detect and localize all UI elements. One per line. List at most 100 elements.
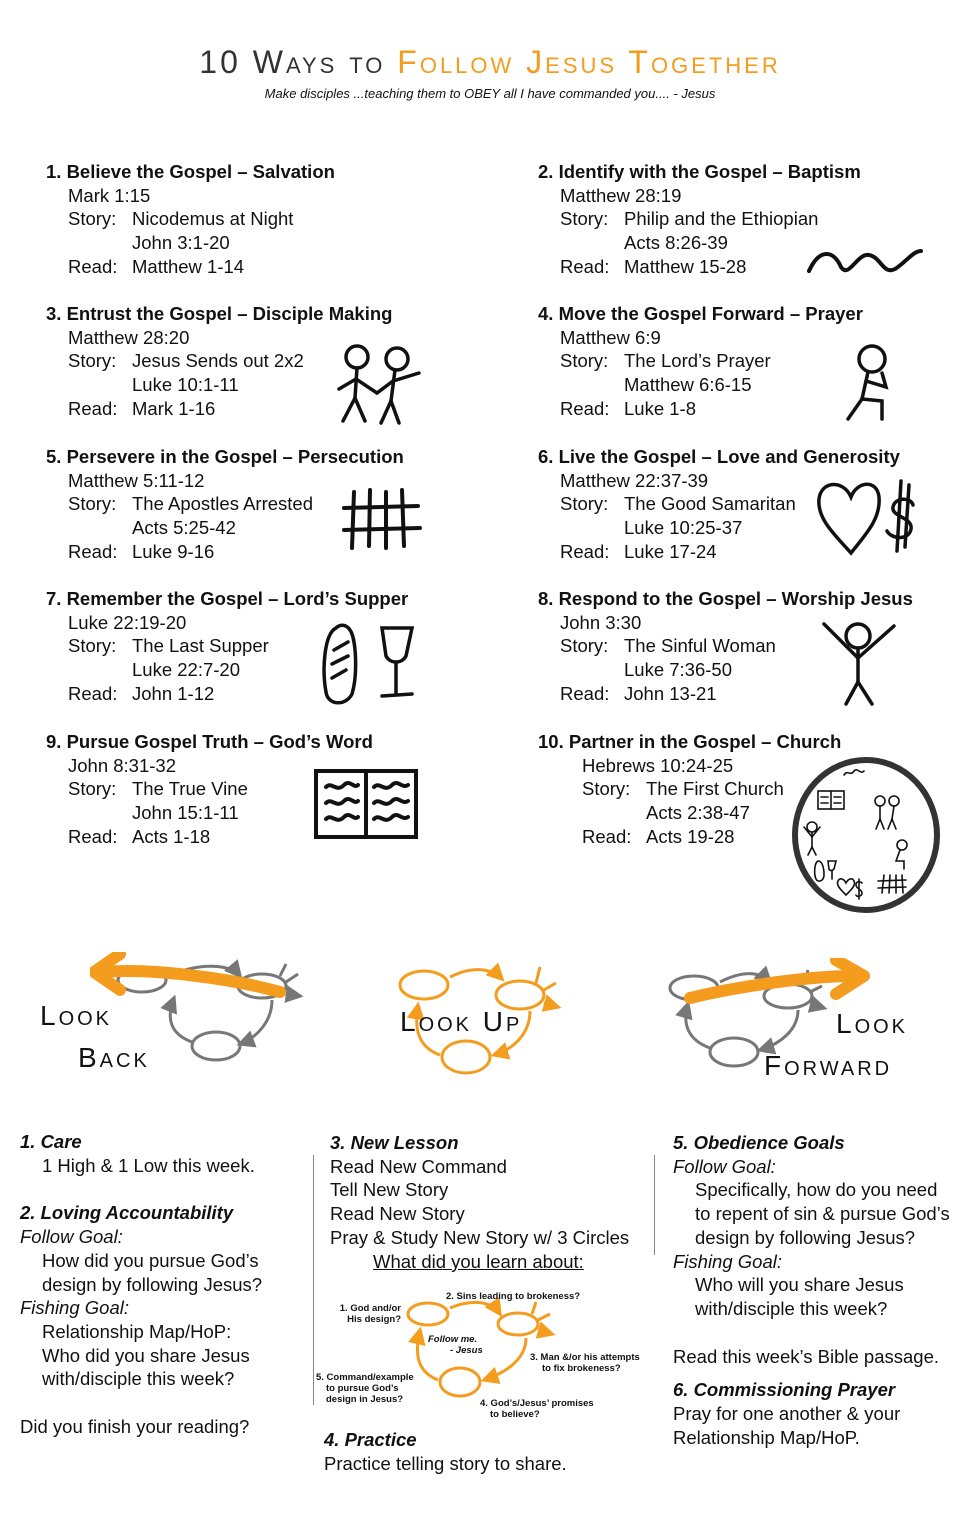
diagram-label-3: 3. Man &/or his attempts to fix brokenes… [530,1352,640,1374]
read-label: Read: [582,825,632,847]
way-heading: 4. Move the Gospel Forward – Prayer [538,303,863,324]
worship-person-icon [822,622,896,706]
story-label: Story: [68,208,117,230]
wave-icon [807,249,923,273]
way-block-5: 5. Persevere in the Gospel – Persecution… [46,445,404,564]
look-forward-column: 5. Obedience Goals Follow Goal: Specific… [673,1131,973,1449]
way-story-ref: John 3:1-20 [132,232,230,254]
two-people-icon [337,344,421,425]
story-label: Story: [68,350,117,372]
look-forward-word1: Look [836,1008,909,1039]
way-reference: Matthew 22:37-39 [560,469,709,491]
story-label: Story: [68,635,117,657]
way-story: Philip and the Ethiopian [624,208,819,230]
title-part-2: Follow Jesus Together [397,44,781,80]
way-heading: 8. Respond to the Gospel – Worship Jesus [538,588,913,609]
story-label: Story: [68,493,117,515]
look-forward-word2: Forward [764,1050,893,1081]
way-read: Matthew 15-28 [624,255,747,277]
practice-block: 4. Practice Practice telling story to sh… [324,1428,654,1475]
practice-text: Practice telling story to share. [324,1452,567,1474]
read-label: Read: [560,255,610,277]
way-read: John 13-21 [624,682,717,704]
way-story-line: Story:The Lord’s Prayer [538,349,863,373]
way-story-ref: Acts 2:38-47 [646,802,750,824]
subtitle: Make disciples ...teaching them to OBEY … [264,86,716,101]
diagram-label-4b: to believe? [490,1409,540,1420]
read-passage-text: Read this week’s Bible passage. [673,1345,940,1367]
care-title: 1. Care [20,1131,82,1152]
way-read: Luke 17-24 [624,540,717,562]
diagram-center-1: Follow me. [428,1334,478,1345]
obedience-fishing-2: with/disciple this week? [695,1297,888,1319]
way-block-6: 6. Live the Gospel – Love and Generosity… [538,445,900,564]
fishing-goal-text-2: Who did you share Jesus [42,1344,250,1366]
lesson-line-4: Pray & Study New Story w/ 3 Circles [330,1226,630,1248]
way-story-line: Story:Jesus Sends out 2x2 [46,349,392,373]
diagram-label-4a: 4. God’s/Jesus’ promises [480,1398,594,1409]
commissioning-text-1: Pray for one another & your [673,1403,901,1425]
read-label: Read: [68,255,118,277]
way-read-line: Read:John 13-21 [538,682,913,706]
way-read-line: Read: Luke 17-24 [538,540,900,564]
way-read: Acts 1-18 [132,825,211,847]
diagram-label-5b: to pursue God’s [326,1383,399,1394]
look-back-word2: Back [78,1042,150,1073]
diagram-label-4: 4. God’s/Jesus’ promises to believe? [480,1398,594,1420]
reading-question: Did you finish your reading? [20,1416,250,1438]
way-story: The Last Supper [132,635,269,657]
obedience-follow-3: design by following Jesus? [695,1226,916,1248]
way-story-ref: Matthew 6:6-15 [624,374,752,396]
way-read-line: Read:John 1-12 [46,682,408,706]
accountability-title: 2. Loving Accountability [20,1202,234,1224]
way-reference: Matthew 5:11-12 [68,469,205,491]
story-label: Story: [560,208,609,230]
look-up-column: 3. New Lesson Read New Command Tell New … [330,1131,660,1273]
way-story-ref: Luke 10:25-37 [624,517,743,539]
way-heading: 2. Identify with the Gospel – Baptism [538,161,861,182]
way-read-line: Read:Matthew 1-14 [46,255,335,279]
way-read: John 1-12 [132,682,215,704]
diagram-label-1a: 1. God and/or [339,1303,401,1314]
look-up-diagram [398,962,570,1075]
diagram-label-5a: 5. Command/example [316,1372,414,1383]
title-part-1: 10 Ways to [199,44,386,80]
look-forward-diagram [668,958,870,1068]
way-read: Luke 9-16 [132,540,215,562]
way-reference: Hebrews 10:24-25 [582,754,734,776]
way-story-line: Story:The True Vine [46,777,373,801]
divider-right [654,1155,655,1255]
commissioning-title: 6. Commissioning Prayer [673,1379,896,1401]
story-label: Story: [582,778,631,800]
way-story: Nicodemus at Night [132,208,294,230]
story-label: Story: [560,493,609,515]
obedience-follow-2: to repent of sin & pursue God’s [695,1203,950,1225]
fishing-goal-text-1: Relationship Map/HoP: [42,1320,232,1342]
way-reference: John 3:30 [560,611,642,633]
follow-goal-label: Follow Goal: [20,1226,123,1248]
lesson-line-1: Read New Command [330,1155,507,1177]
way-story: The Good Samaritan [624,493,796,515]
way-story-ref: John 15:1-11 [132,802,239,824]
care-text: 1 High & 1 Low this week. [42,1154,255,1176]
way-reference: Mark 1:15 [68,184,151,206]
way-story: The Sinful Woman [624,635,776,657]
way-story: The True Vine [132,778,248,800]
commissioning-text-2: Relationship Map/HoP. [673,1426,860,1448]
learn-heading: What did you learn about: [373,1250,584,1272]
fishing-goal-label-2: Fishing Goal: [673,1250,782,1272]
way-story: The First Church [646,778,784,800]
read-label: Read: [560,397,610,419]
read-label: Read: [560,540,610,562]
way-heading: 10. Partner in the Gospel – Church [538,731,842,752]
obedience-fishing-1: Who will you share Jesus [695,1274,904,1296]
follow-goal-text-2: design by following Jesus? [42,1273,263,1295]
way-read: Mark 1-16 [132,397,216,419]
diagram-label-1b: His design? [347,1314,401,1325]
obedience-title: 5. Obedience Goals [673,1132,845,1153]
obedience-follow-1: Specifically, how do you need [695,1179,938,1201]
diagram-center-text: Follow me. - Jesus [428,1334,483,1356]
way-read-line: Read: Matthew 15-28 [538,255,861,279]
way-read-line: Read:Acts 1-18 [46,825,373,849]
way-story: The Apostles Arrested [132,493,313,515]
